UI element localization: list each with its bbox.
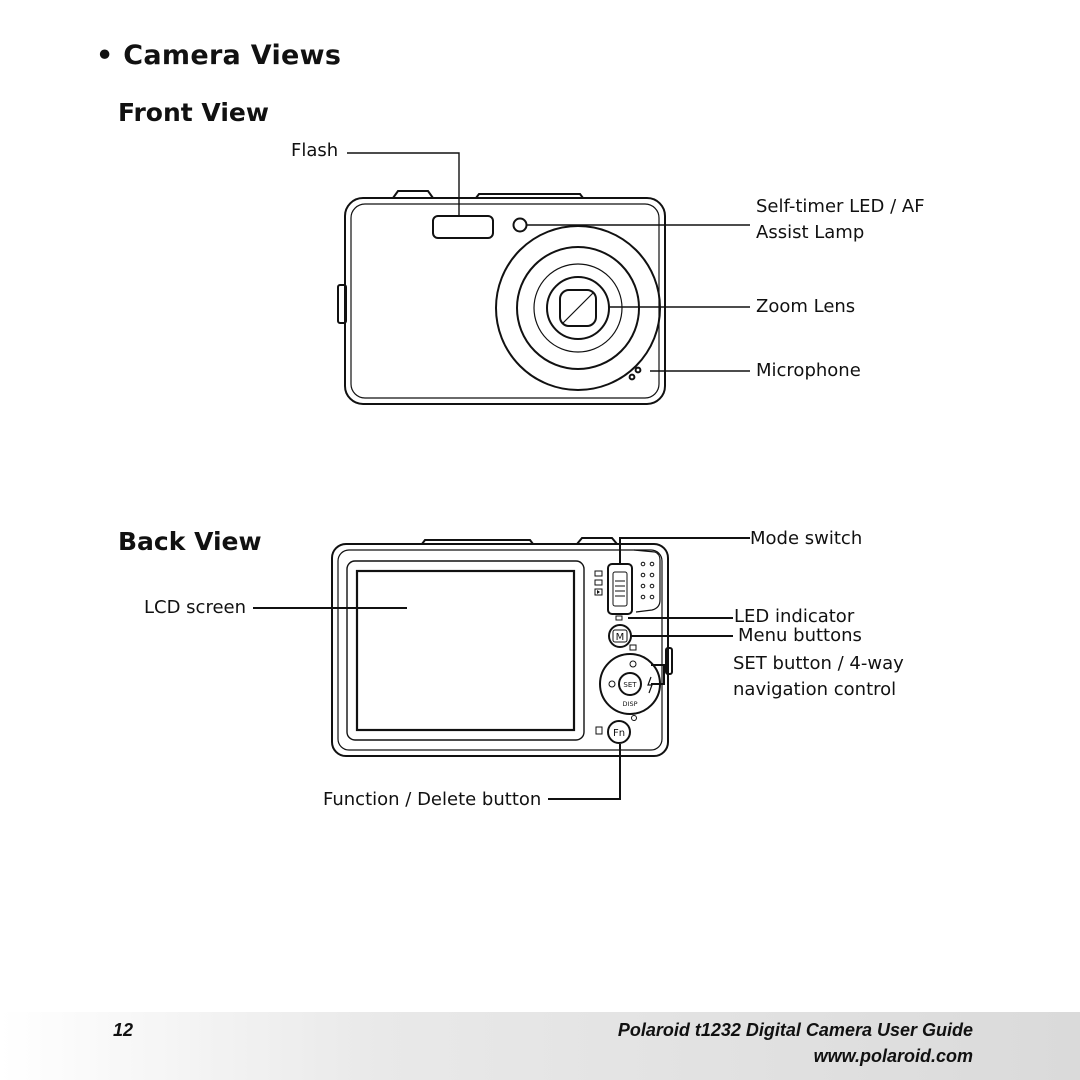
label-lcd-screen: LCD screen [144,597,247,618]
label-self-timer-line1: Self-timer LED / AF [756,196,925,217]
page-footer: 12 Polaroid t1232 Digital Camera User Gu… [0,1012,1080,1080]
bullet: • [96,40,114,71]
lcd-screen [355,569,576,732]
back-camera-illustration [331,537,673,757]
set-button-text: SET [623,681,637,689]
fn-button-text: Fn [613,728,625,739]
set-button [618,672,642,696]
led-indicator [615,615,623,621]
menu-button-text: M [616,632,625,643]
front-view-heading: Front View [118,98,269,127]
guide-title: Polaroid t1232 Digital Camera User Guide [617,1020,973,1040]
label-function-delete: Function / Delete button [323,789,542,810]
zoom-lens-ring-outer [495,225,661,391]
section-title-text: Camera Views [123,40,342,71]
fn-button [607,720,631,744]
front-callout-lines [347,152,750,372]
website-url: www.polaroid.com [813,1046,973,1066]
label-set-line2: navigation control [733,679,897,700]
zoom-lens-ring-mid [516,246,640,370]
self-timer-led [512,217,528,233]
label-microphone: Microphone [756,360,861,381]
label-flash: Flash [291,140,339,161]
front-camera-illustration [337,190,666,405]
label-zoom-lens: Zoom Lens [756,296,856,317]
label-self-timer-line2: Assist Lamp [756,222,865,243]
disp-label: DISP [623,700,638,708]
label-mode-switch: Mode switch [750,528,863,549]
label-menu-buttons: Menu buttons [738,625,862,646]
label-led-indicator: LED indicator [734,606,855,627]
page-number: 12 [113,1020,134,1040]
label-set-line1: SET button / 4-way [733,653,904,674]
section-title: • Camera Views [96,40,341,71]
flash-window [432,215,494,239]
back-view-heading: Back View [118,527,262,556]
back-callout-lines [253,537,750,800]
